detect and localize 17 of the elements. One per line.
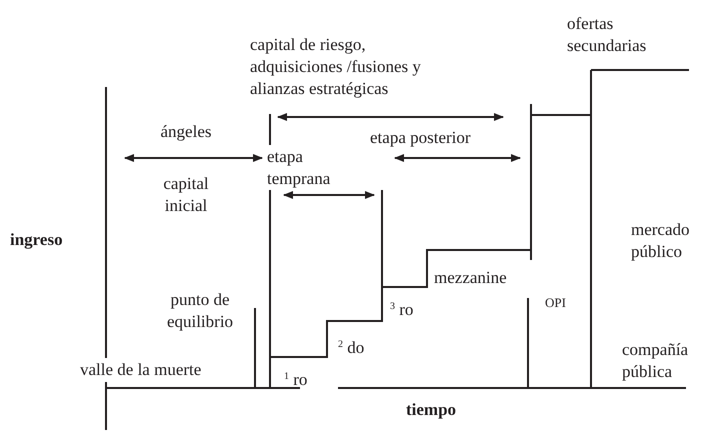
axis-label: tiempo — [406, 399, 458, 421]
annotation-label: etapa temprana — [267, 146, 332, 190]
annotation-label: $^{2}$ do — [338, 337, 366, 359]
annotation-label: $^{1}$ ro — [284, 369, 308, 391]
annotation-label: valle de la muerte — [80, 359, 202, 381]
annotation-label: ofertas secundarias — [567, 13, 648, 57]
annotation-label: punto de equilibrio — [166, 289, 234, 333]
annotation-label: $^{3}$ ro — [390, 299, 414, 321]
axis-label: ingreso — [10, 229, 64, 251]
annotation-label: mercado público — [631, 219, 691, 263]
annotation-label: compañía pública — [622, 339, 690, 383]
annotation-label: capital inicial — [162, 173, 210, 217]
stage-label: OPI — [545, 294, 567, 312]
annotation-label: capital de riesgo, adquisiciones /fusiones y alianzas estratégicas — [250, 34, 422, 100]
annotation-label: etapa posterior — [370, 127, 472, 149]
annotation-label: ángeles — [160, 121, 212, 143]
stage-label: mezzanine — [434, 267, 508, 289]
